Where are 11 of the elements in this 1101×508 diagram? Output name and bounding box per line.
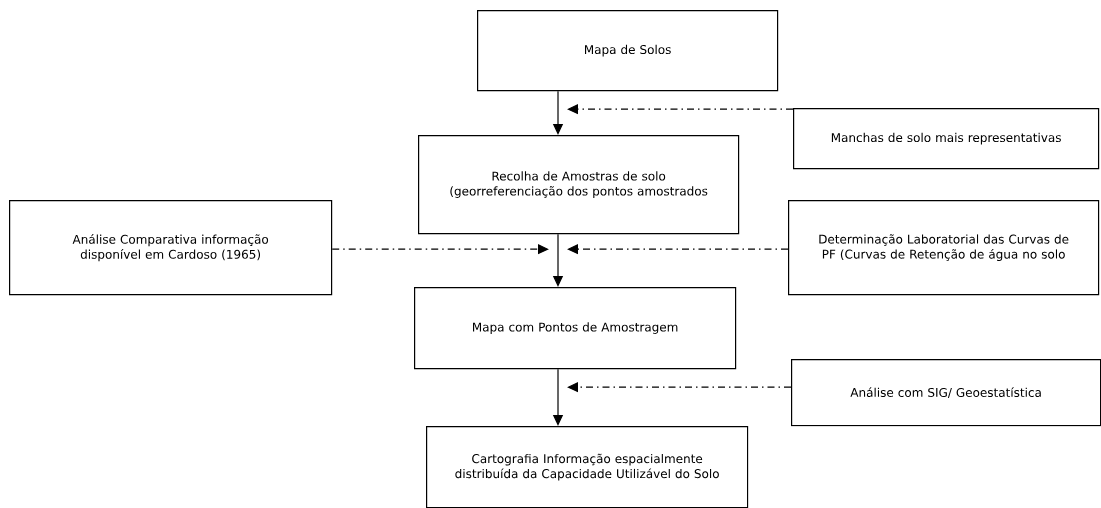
process-box: Determinação Laboratorial das Curvas de PF (Curvas de Retenção de água no solo: [788, 200, 1100, 296]
process-box: Mapa de Solos: [477, 10, 779, 92]
arrow: [567, 244, 789, 255]
process-box: Mapa com Pontos de Amostragem: [414, 287, 737, 370]
process-box: Análise Comparativa informação disponível em Cardoso (1965): [9, 200, 333, 296]
arrow: [567, 382, 792, 393]
process-box: Análise com SIG/ Geoestatística: [791, 359, 1101, 427]
process-box: Manchas de solo mais representativas: [793, 108, 1100, 170]
arrow: [567, 104, 794, 115]
process-box: Recolha de Amostras de solo (georreferenciação dos pontos amostrados: [418, 135, 740, 235]
process-box: Cartografia Informação espacialmente distribuída da Capacidade Utilizável do Solo: [426, 426, 749, 508]
